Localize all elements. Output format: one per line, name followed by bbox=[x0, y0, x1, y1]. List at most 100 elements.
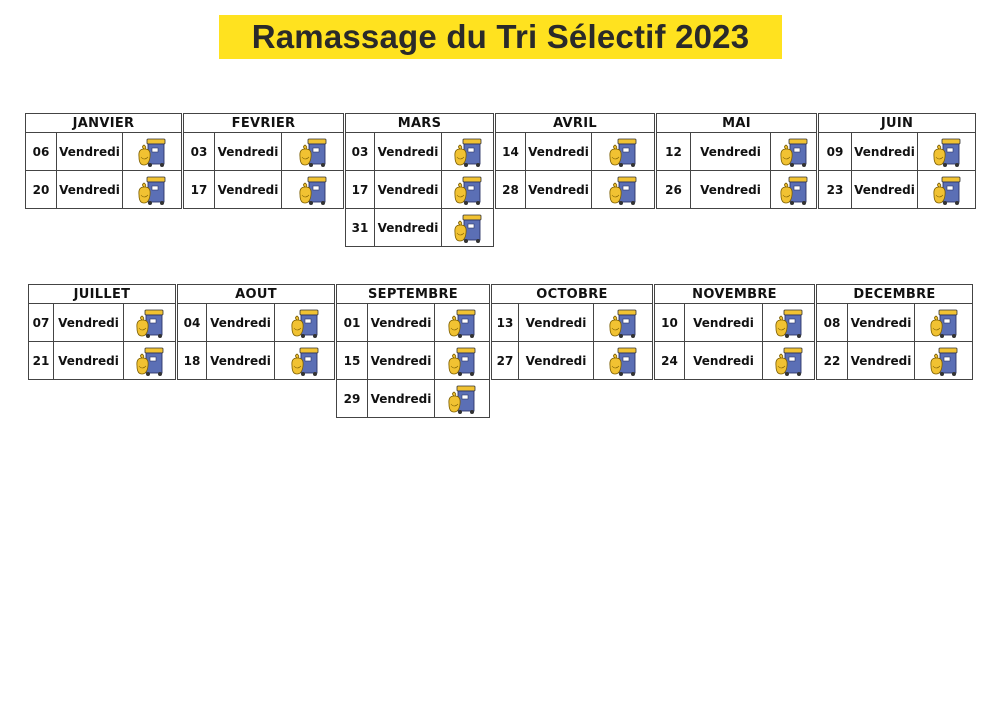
bin-icon-cell bbox=[771, 171, 816, 208]
month-header: JUILLET bbox=[28, 284, 176, 304]
collection-day: 26 bbox=[657, 171, 691, 208]
collection-weekday: Vendredi bbox=[375, 171, 442, 208]
collection-weekday: Vendredi bbox=[207, 342, 275, 379]
bin-icon-cell bbox=[124, 342, 175, 379]
collection-day: 17 bbox=[346, 171, 375, 208]
collection-day: 27 bbox=[492, 342, 519, 379]
collection-day: 09 bbox=[819, 133, 852, 170]
bin-icon-cell bbox=[435, 342, 489, 379]
bin-icon-cell bbox=[123, 133, 181, 170]
collection-weekday: Vendredi bbox=[375, 209, 442, 246]
collection-day: 01 bbox=[337, 304, 368, 341]
collection-day: 31 bbox=[346, 209, 375, 246]
bin-icon-cell bbox=[763, 342, 814, 379]
collection-weekday: Vendredi bbox=[519, 342, 594, 379]
collection-day: 13 bbox=[492, 304, 519, 341]
recycling-bin-icon bbox=[135, 309, 163, 338]
collection-day: 15 bbox=[337, 342, 368, 379]
bin-icon-cell bbox=[915, 304, 972, 341]
recycling-bin-icon bbox=[932, 138, 960, 167]
month-header: SEPTEMBRE bbox=[336, 284, 490, 304]
month-header: AVRIL bbox=[495, 113, 655, 133]
month-header: DECEMBRE bbox=[816, 284, 973, 304]
collection-weekday: Vendredi bbox=[368, 342, 435, 379]
month-header: OCTOBRE bbox=[491, 284, 653, 304]
recycling-bin-icon bbox=[774, 309, 802, 338]
recycling-bin-icon bbox=[448, 385, 476, 414]
month-header: FEVRIER bbox=[183, 113, 344, 133]
collection-weekday: Vendredi bbox=[57, 171, 123, 208]
recycling-bin-icon bbox=[609, 309, 637, 338]
recycling-bin-icon bbox=[453, 138, 481, 167]
recycling-bin-icon bbox=[135, 347, 163, 376]
bin-icon-cell bbox=[435, 304, 489, 341]
month-header: JUIN bbox=[818, 113, 976, 133]
collection-day: 07 bbox=[29, 304, 54, 341]
collection-weekday: Vendredi bbox=[852, 133, 918, 170]
collection-weekday: Vendredi bbox=[848, 304, 915, 341]
recycling-bin-icon bbox=[609, 138, 637, 167]
bin-icon-cell bbox=[282, 133, 343, 170]
bin-icon-cell bbox=[123, 171, 181, 208]
collection-weekday: Vendredi bbox=[368, 380, 435, 417]
collection-weekday: Vendredi bbox=[848, 342, 915, 379]
collection-day: 29 bbox=[337, 380, 368, 417]
collection-weekday: Vendredi bbox=[685, 304, 763, 341]
collection-day: 04 bbox=[178, 304, 207, 341]
month-header: MAI bbox=[656, 113, 817, 133]
collection-day: 14 bbox=[496, 133, 526, 170]
collection-weekday: Vendredi bbox=[691, 133, 771, 170]
collection-day: 22 bbox=[817, 342, 848, 379]
recycling-bin-icon bbox=[290, 309, 318, 338]
bin-icon-cell bbox=[592, 133, 654, 170]
recycling-bin-icon bbox=[298, 176, 326, 205]
recycling-bin-icon bbox=[290, 347, 318, 376]
bin-icon-cell bbox=[918, 133, 975, 170]
recycling-bin-icon bbox=[932, 176, 960, 205]
month-header: JANVIER bbox=[25, 113, 182, 133]
collection-day: 18 bbox=[178, 342, 207, 379]
collection-day: 28 bbox=[496, 171, 526, 208]
bin-icon-cell bbox=[594, 342, 652, 379]
recycling-bin-icon bbox=[298, 138, 326, 167]
collection-weekday: Vendredi bbox=[207, 304, 275, 341]
collection-day: 12 bbox=[657, 133, 691, 170]
collection-weekday: Vendredi bbox=[526, 133, 592, 170]
month-header: MARS bbox=[345, 113, 494, 133]
collection-day: 17 bbox=[184, 171, 215, 208]
bin-icon-cell bbox=[763, 304, 814, 341]
bin-icon-cell bbox=[435, 380, 489, 417]
bin-icon-cell bbox=[275, 342, 334, 379]
collection-weekday: Vendredi bbox=[685, 342, 763, 379]
collection-weekday: Vendredi bbox=[368, 304, 435, 341]
bin-icon-cell bbox=[771, 133, 816, 170]
bin-icon-cell bbox=[282, 171, 343, 208]
month-header: AOUT bbox=[177, 284, 335, 304]
recycling-bin-icon bbox=[929, 309, 957, 338]
bin-icon-cell bbox=[915, 342, 972, 379]
recycling-bin-icon bbox=[453, 214, 481, 243]
collection-day: 10 bbox=[655, 304, 685, 341]
collection-weekday: Vendredi bbox=[215, 171, 282, 208]
recycling-bin-icon bbox=[138, 138, 166, 167]
